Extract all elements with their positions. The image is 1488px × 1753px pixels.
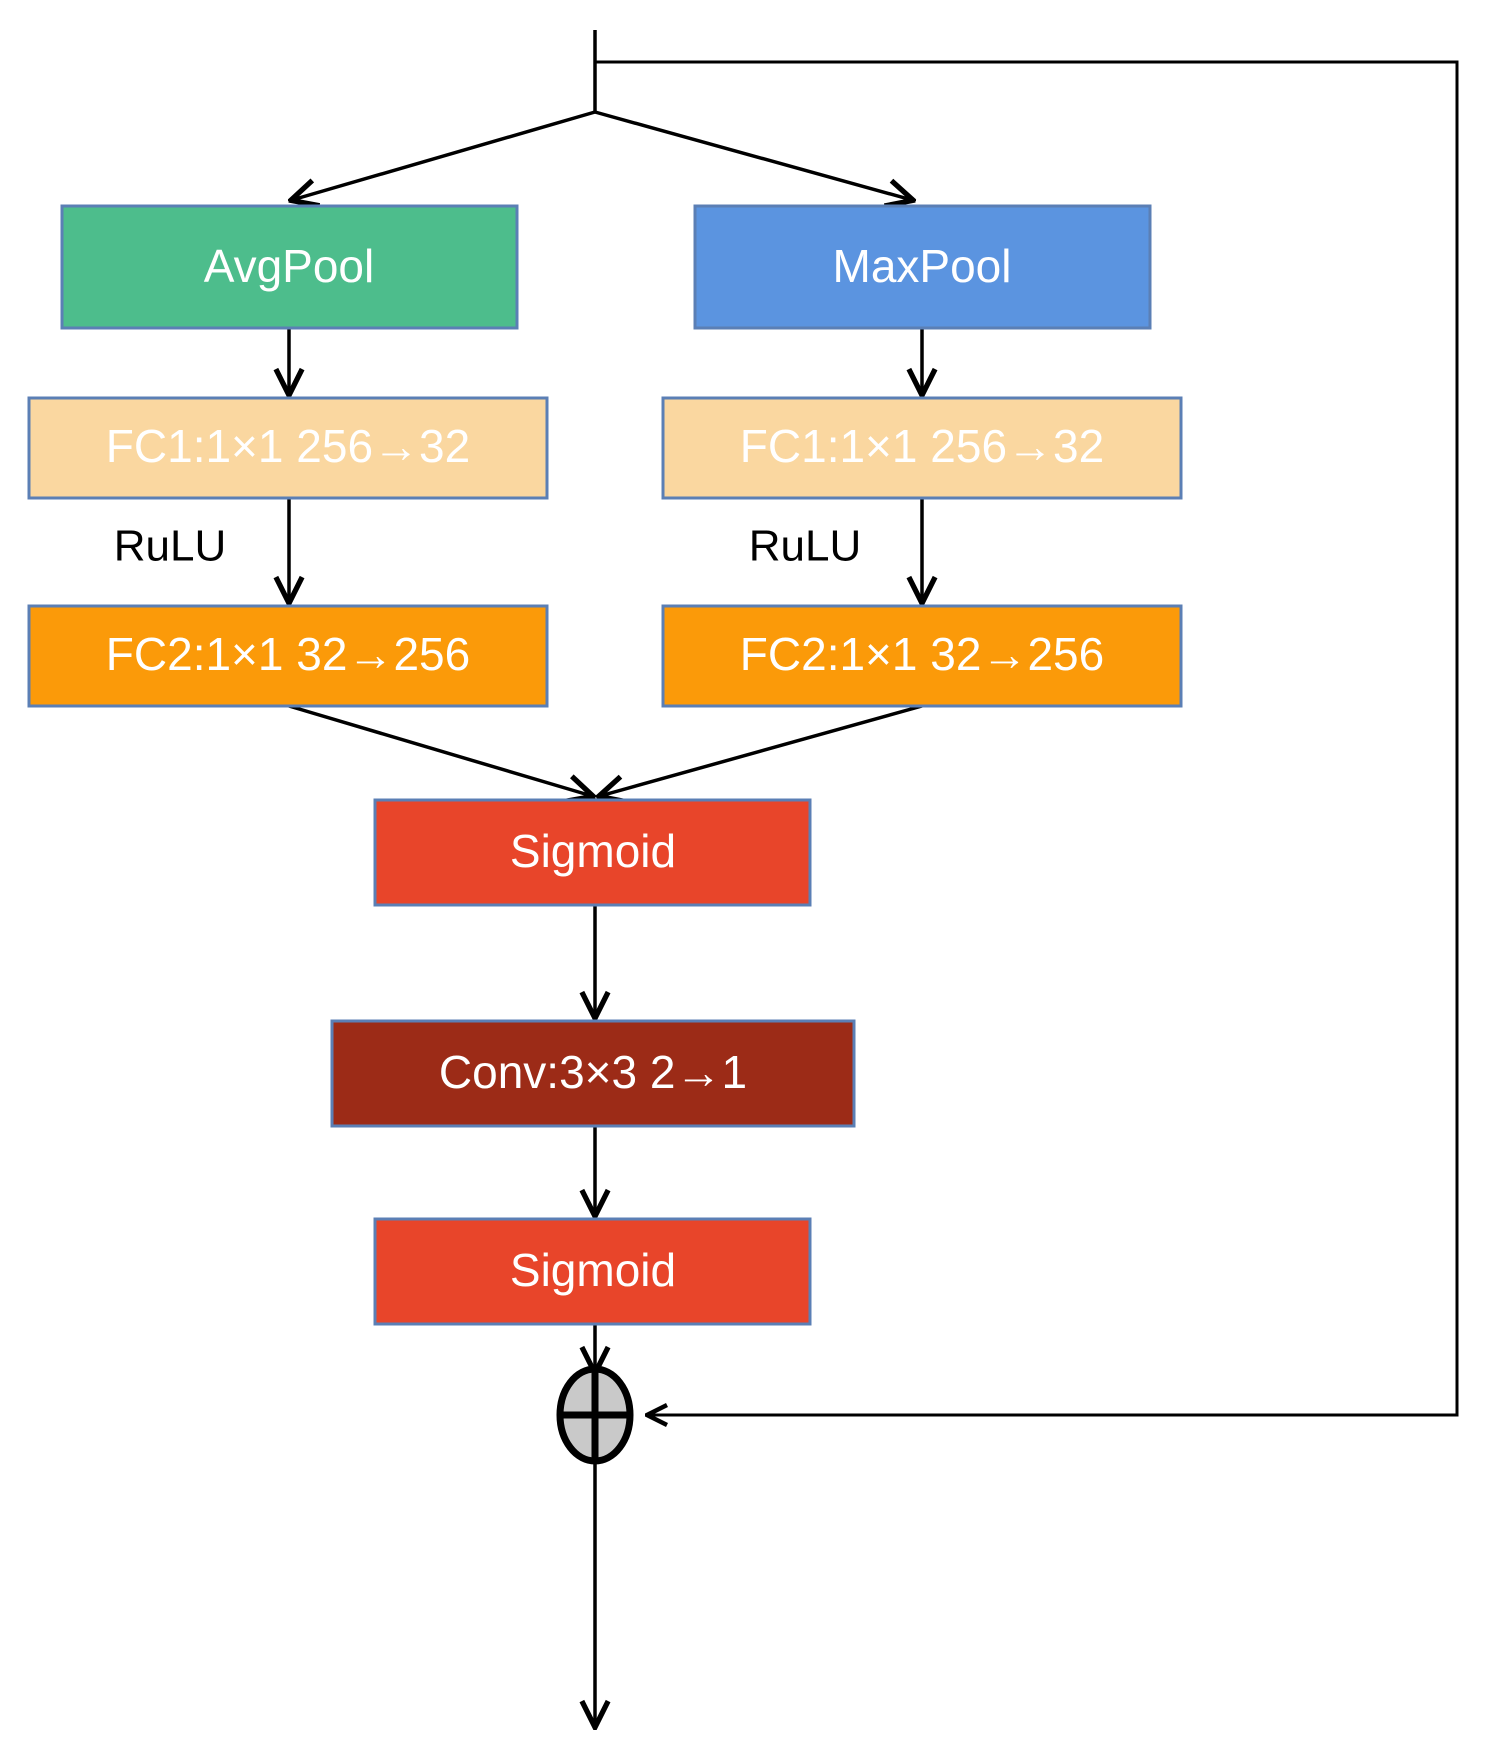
relu-label-right: RuLU — [749, 522, 862, 571]
edge-split-to-maxpool — [594, 110, 912, 200]
edge-fc2-left-to-sigmoid — [288, 704, 592, 796]
node-fc1-left-label: FC1:1×1 256→32 — [106, 420, 470, 472]
node-fc2-right-label: FC2:1×1 32→256 — [740, 628, 1104, 680]
node-fc1-left[interactable]: FC1:1×1 256→32 — [27, 396, 549, 500]
edge-split-to-avgpool — [292, 110, 596, 200]
node-sigmoid-2-label: Sigmoid — [510, 1244, 676, 1296]
node-conv-label: Conv:3×3 2→1 — [439, 1046, 747, 1098]
node-fc2-left-label: FC2:1×1 32→256 — [106, 628, 470, 680]
node-maxpool[interactable]: MaxPool — [693, 204, 1152, 330]
node-conv[interactable]: Conv:3×3 2→1 — [330, 1019, 856, 1128]
node-fc2-right[interactable]: FC2:1×1 32→256 — [661, 604, 1183, 708]
node-fc1-right[interactable]: FC1:1×1 256→32 — [661, 396, 1183, 500]
node-sigmoid-1-label: Sigmoid — [510, 825, 676, 877]
node-maxpool-label: MaxPool — [833, 240, 1012, 292]
sum-node[interactable] — [556, 1365, 634, 1465]
edge-skip-connection — [595, 60, 1459, 1415]
node-avgpool[interactable]: AvgPool — [60, 204, 519, 330]
edge-fc2-right-to-sigmoid — [600, 704, 923, 796]
node-fc1-right-label: FC1:1×1 256→32 — [740, 420, 1104, 472]
relu-label-left: RuLU — [114, 522, 227, 571]
node-avgpool-label: AvgPool — [204, 240, 375, 292]
node-sigmoid-2[interactable]: Sigmoid — [373, 1217, 812, 1326]
node-fc2-left[interactable]: FC2:1×1 32→256 — [27, 604, 549, 708]
node-sigmoid-1[interactable]: Sigmoid — [373, 798, 812, 907]
